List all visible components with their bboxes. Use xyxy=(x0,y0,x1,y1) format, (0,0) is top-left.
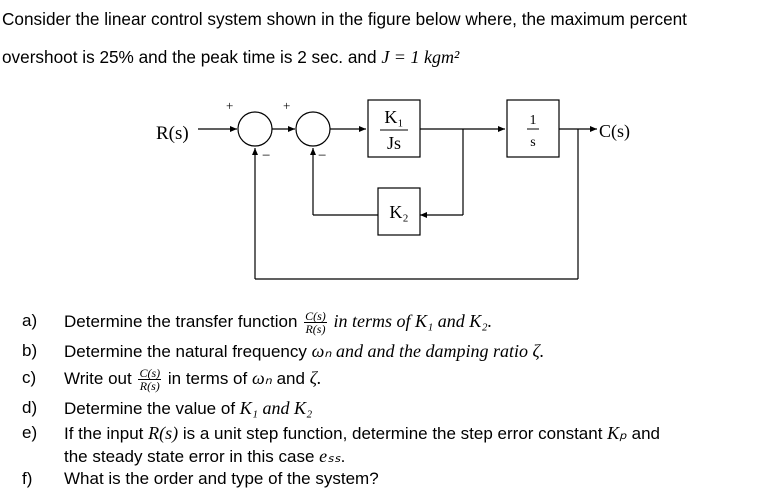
fraction-a-denominator: R(s) xyxy=(305,322,326,337)
gain-block-k1-js xyxy=(367,99,421,158)
output-label: C(s) xyxy=(599,121,630,142)
question-d-label: d) xyxy=(22,398,38,417)
fraction-c-denominator: R(s) xyxy=(139,379,160,394)
fraction-a-numerator: C(s) xyxy=(304,309,327,324)
block3-label: K₂ xyxy=(389,202,408,222)
gain-block-k2 xyxy=(377,187,421,236)
question-a-math: in terms of K₁ and K₂. xyxy=(333,311,493,331)
question-c-omega: ωₙ xyxy=(251,368,272,388)
question-b-label: b) xyxy=(22,341,38,360)
transfer-function-fraction-a: C(s) R(s) xyxy=(304,310,327,335)
sum2-plus-sign: + xyxy=(283,98,290,113)
question-a-text: Determine the transfer function xyxy=(64,312,298,331)
question-e-label: e) xyxy=(22,423,38,442)
intro-line-2: overshoot is 25% and the peak time is 2 … xyxy=(2,44,780,70)
question-e-text-2: is a unit step function, determine the s… xyxy=(182,424,603,443)
question-c-label: c) xyxy=(22,368,37,387)
question-f-label: f) xyxy=(22,469,33,488)
question-e-text-3: and xyxy=(631,424,660,443)
question-e2-ess-math: eₛₛ xyxy=(319,446,341,466)
question-e2-text: the steady state error in this case xyxy=(64,447,315,466)
question-b-text: Determine the natural frequency xyxy=(64,342,307,361)
inertia-formula: J = 1 kgm² xyxy=(381,47,460,67)
transfer-function-fraction-c: C(s) R(s) xyxy=(138,366,162,394)
question-e-text: If the input xyxy=(64,424,144,443)
sum1-minus-sign: − xyxy=(262,148,270,164)
question-c-tail-text: in terms of xyxy=(167,369,248,388)
question-c-and: and xyxy=(276,369,305,388)
sum2-minus-sign: − xyxy=(318,148,326,164)
integrator-denominator: s xyxy=(530,135,535,150)
question-e-kp-math: Kₚ xyxy=(607,423,627,443)
block1-denominator: Js xyxy=(387,133,401,153)
integrator-numerator: 1 xyxy=(530,113,537,128)
intro-line-2-text: overshoot is 25% and the peak time is 2 … xyxy=(2,47,377,67)
question-c-zeta: ζ. xyxy=(309,368,322,388)
question-b-math: ωₙ and and the damping ratio ζ. xyxy=(311,341,545,361)
question-e-input-math: R(s) xyxy=(148,423,179,443)
fraction-c-numerator: C(s) xyxy=(138,366,162,381)
question-d-math: K₁ and K₂ xyxy=(239,398,313,418)
question-e2-period: . xyxy=(340,447,346,466)
sum1-plus-sign: + xyxy=(226,98,233,113)
block1-numerator: K₁ xyxy=(384,107,403,127)
input-label: R(s) xyxy=(156,123,189,144)
question-c-text: Write out xyxy=(64,369,132,388)
question-d-text: Determine the value of xyxy=(64,399,236,418)
intro-line-1: Consider the linear control system shown… xyxy=(2,9,687,29)
question-f-text: What is the order and type of the system… xyxy=(64,469,379,488)
question-a-label: a) xyxy=(22,311,38,330)
